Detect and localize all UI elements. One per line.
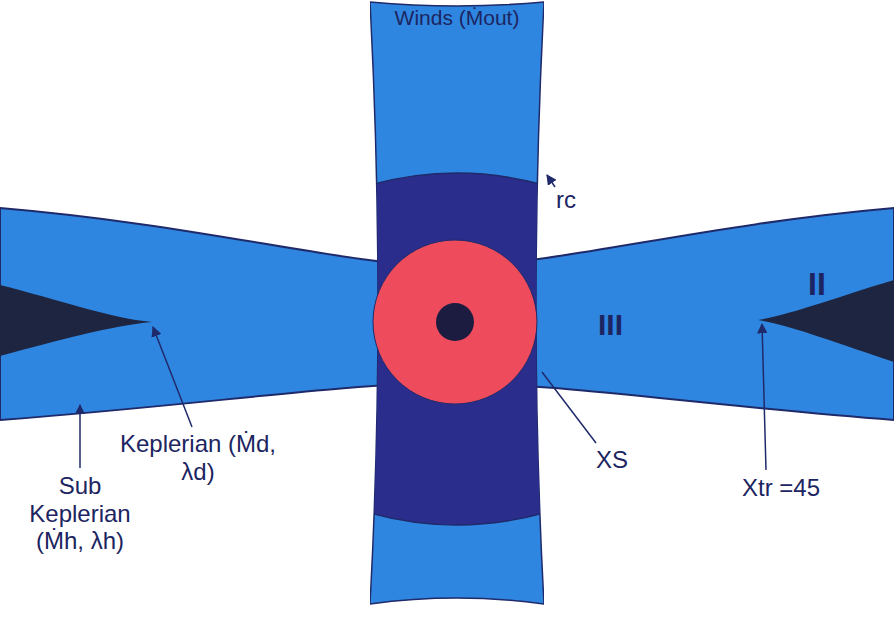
leader-line [547,175,555,187]
wind-shape [370,0,544,619]
keplerian-disk [0,285,152,356]
keplerian-label: Keplerian (Ṁd, λd) [118,430,278,485]
region-number: II [808,266,826,303]
transition-label: Xtr =45 [742,474,820,502]
keplerian-disk [758,280,894,362]
region-number: III [598,308,623,343]
leader-line [542,372,596,443]
wind-column: Winds (Ṁout) [370,0,544,619]
leader-line [153,327,192,427]
radius-label: rc [556,186,576,214]
leader-line [762,324,766,470]
leader-line [79,405,81,468]
shock-label: XS [596,446,628,474]
wind-label: Winds (Ṁout) [370,6,544,30]
sub-keplerian-label: Sub Keplerian (Ṁh, λh) [8,472,152,555]
